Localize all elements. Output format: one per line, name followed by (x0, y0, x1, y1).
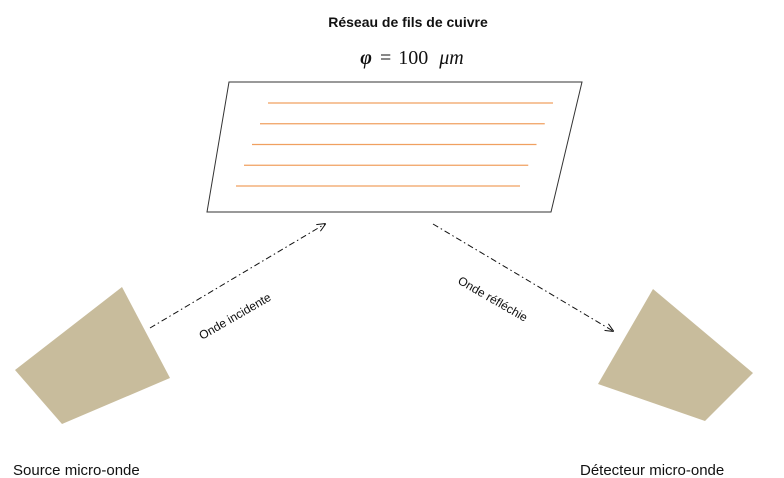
grid-title: Réseau de fils de cuivre (328, 14, 488, 30)
source-label: Source micro-onde (13, 462, 140, 478)
reflected-wave-label: Onde réfléchie (456, 273, 531, 324)
phi-symbol: φ (360, 47, 372, 69)
equals-sign: = (380, 47, 391, 69)
wire-grid-frame (206, 81, 583, 213)
reflected-wave-arrow (432, 223, 613, 331)
detector-label: Détecteur micro-onde (580, 462, 724, 478)
source-horn (15, 287, 170, 424)
diameter-formula: φ = 100 μm (360, 47, 463, 69)
diameter-value: 100 (398, 47, 428, 69)
incident-wave-label: Onde incidente (197, 290, 274, 343)
diameter-unit: μm (438, 47, 463, 69)
copper-wires (236, 102, 553, 187)
detector-horn (598, 289, 753, 421)
